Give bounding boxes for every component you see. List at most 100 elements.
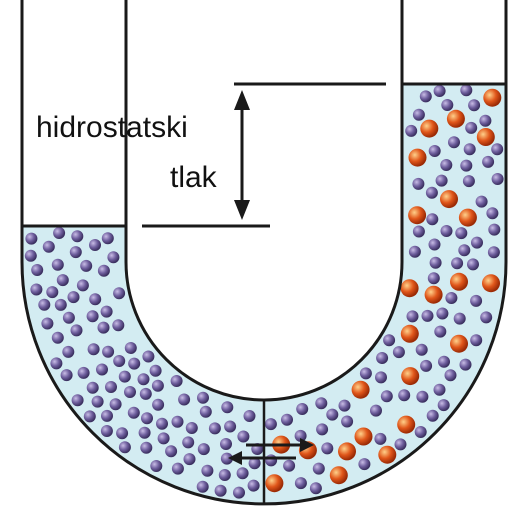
water-molecule (405, 125, 417, 137)
water-molecule (128, 407, 140, 419)
water-molecule (233, 487, 245, 499)
water-molecule (426, 187, 438, 199)
water-molecule (53, 227, 65, 239)
water-molecule (434, 384, 446, 396)
solute-molecule (409, 149, 427, 167)
water-molecule (467, 258, 479, 270)
solute-molecule (447, 110, 465, 128)
water-molecule (409, 246, 421, 258)
water-molecule (492, 173, 504, 185)
solute-molecule (420, 120, 438, 138)
water-molecule (454, 313, 466, 325)
water-molecule (445, 369, 457, 381)
water-molecule (360, 367, 372, 379)
water-molecule (458, 244, 470, 256)
water-molecule (156, 418, 168, 430)
water-molecule (98, 265, 110, 277)
water-molecule (460, 359, 472, 371)
water-molecule (422, 310, 434, 322)
solute-molecule (397, 416, 415, 434)
water-molecule (420, 360, 432, 372)
water-molecule (150, 460, 162, 472)
solute-molecule (450, 335, 468, 353)
water-molecule (98, 322, 110, 334)
water-molecule (321, 442, 333, 454)
water-molecule (315, 397, 327, 409)
water-molecule (102, 232, 114, 244)
solute-molecule (408, 206, 426, 224)
water-molecule (200, 406, 212, 418)
water-molecule (237, 431, 249, 443)
water-molecule (326, 409, 338, 421)
solute-molecule (338, 442, 356, 460)
water-molecule (55, 299, 67, 311)
water-molecule (434, 326, 446, 338)
water-molecule (436, 175, 448, 187)
water-molecule (488, 224, 500, 236)
water-molecule (395, 438, 407, 450)
solute-molecule (482, 274, 500, 292)
solute-molecule (477, 128, 495, 146)
water-molecule (119, 371, 131, 383)
solute-molecule (265, 474, 283, 492)
water-molecule (374, 433, 386, 445)
solute-molecule (483, 89, 501, 107)
solute-molecule (425, 286, 443, 304)
water-molecule (201, 465, 213, 477)
water-molecule (470, 295, 482, 307)
water-molecule (198, 443, 210, 455)
water-molecule (381, 390, 393, 402)
water-molecule (89, 293, 101, 305)
water-molecule (178, 394, 190, 406)
water-molecule (341, 416, 353, 428)
water-molecule (70, 246, 82, 258)
water-molecule (89, 239, 101, 251)
water-molecule (142, 351, 154, 363)
water-molecule (438, 356, 450, 368)
water-molecule (92, 396, 104, 408)
water-molecule (248, 480, 260, 492)
water-molecule (383, 334, 395, 346)
water-molecule (105, 381, 117, 393)
water-molecule (265, 454, 277, 466)
water-molecule (413, 109, 425, 121)
water-molecule (71, 230, 83, 242)
water-molecule (197, 481, 209, 493)
water-molecule (52, 259, 64, 271)
water-molecule (283, 460, 295, 472)
water-molecule (460, 84, 472, 96)
water-molecule (244, 410, 256, 422)
water-molecule (413, 226, 425, 238)
water-molecule (71, 324, 83, 336)
water-molecule (219, 469, 231, 481)
water-molecule (68, 291, 80, 303)
water-molecule (486, 207, 498, 219)
water-molecule (471, 237, 483, 249)
water-molecule (428, 272, 440, 284)
water-molecule (197, 392, 209, 404)
water-molecule (415, 426, 427, 438)
solute-molecule (401, 279, 419, 297)
water-molecule (102, 346, 114, 358)
water-molecule (171, 375, 183, 387)
water-molecule (63, 312, 75, 324)
water-molecule (139, 427, 151, 439)
water-molecule (430, 257, 442, 269)
water-molecule (172, 416, 184, 428)
water-molecule (420, 90, 432, 102)
water-molecule (215, 485, 227, 497)
solute-molecule (459, 209, 477, 227)
water-molecule (172, 463, 184, 475)
water-molecule (141, 412, 153, 424)
water-molecule (468, 99, 480, 111)
water-molecule (182, 436, 194, 448)
water-molecule (38, 299, 50, 311)
water-molecule (50, 357, 62, 369)
water-molecule (52, 332, 64, 344)
water-molecule (80, 260, 92, 272)
water-molecule (61, 369, 73, 381)
water-molecule (440, 159, 452, 171)
water-molecule (358, 458, 370, 470)
water-molecule (407, 310, 419, 322)
